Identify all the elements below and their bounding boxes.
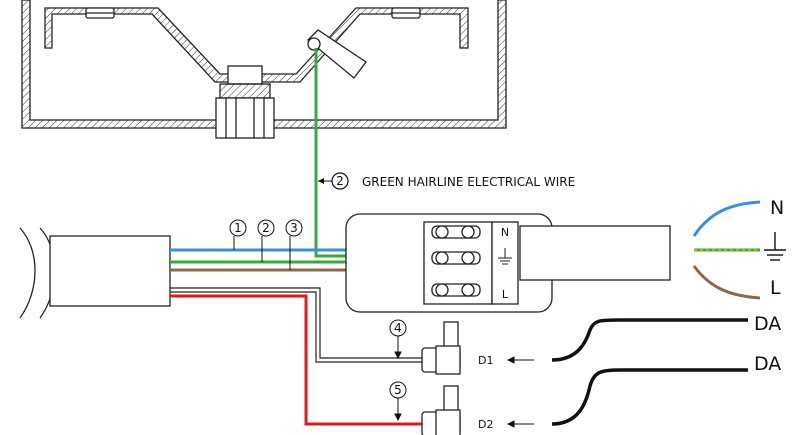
green-wire-label: GREEN HAIRLINE ELECTRICAL WIRE bbox=[362, 175, 575, 189]
callout-green-wire: 2 GREEN HAIRLINE ELECTRICAL WIRE bbox=[318, 172, 575, 190]
callouts-cable bbox=[229, 219, 303, 270]
callout-5-label: 5 bbox=[394, 383, 402, 397]
luminaire-housing bbox=[21, 0, 507, 139]
connector-arrows bbox=[506, 356, 534, 428]
callout-2-label: 2 bbox=[336, 174, 344, 188]
legend-da-top: DA bbox=[754, 313, 781, 335]
connector-d1-label: D1 bbox=[478, 354, 493, 367]
dali-wire-black bbox=[170, 287, 422, 363]
terminal-earth-icon bbox=[498, 248, 512, 265]
terminal-block bbox=[345, 213, 671, 313]
dali-wire-red bbox=[170, 294, 422, 426]
dali-connector-d2 bbox=[421, 385, 461, 435]
dali-connector-d1 bbox=[421, 321, 461, 375]
callouts-dali bbox=[389, 319, 407, 422]
earth-ground-icon bbox=[764, 232, 786, 261]
legend-da-bottom: DA bbox=[754, 353, 781, 375]
mains-cable bbox=[19, 227, 171, 319]
callout-2b-label: 2 bbox=[262, 221, 270, 235]
legend-n: N bbox=[770, 197, 784, 219]
terminal-n: N bbox=[501, 226, 509, 239]
terminal-l: L bbox=[502, 288, 509, 301]
callout-4-label: 4 bbox=[394, 321, 402, 335]
dali-cables bbox=[551, 318, 748, 426]
callout-3-label: 3 bbox=[290, 221, 298, 235]
connector-d2-label: D2 bbox=[478, 418, 493, 431]
callout-1-label: 1 bbox=[234, 221, 242, 235]
legend-l: L bbox=[770, 277, 781, 299]
legend-wires bbox=[692, 200, 761, 300]
